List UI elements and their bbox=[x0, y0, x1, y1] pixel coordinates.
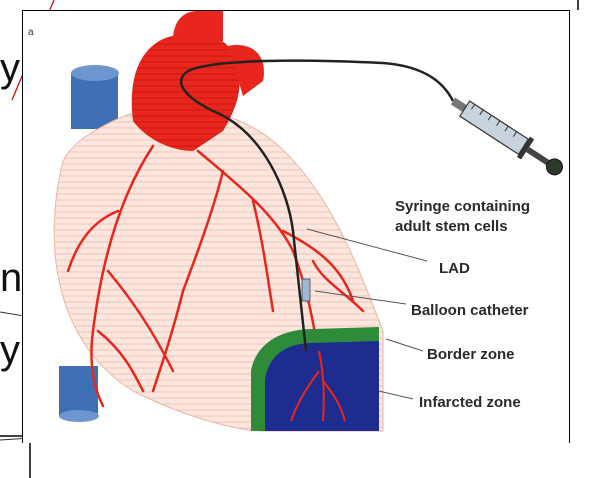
label-syringe-line2: adult stem cells bbox=[395, 218, 508, 235]
balloon-icon bbox=[302, 279, 310, 301]
infarcted-zone bbox=[265, 341, 379, 431]
label-syringe-line1: Syringe containing bbox=[395, 198, 530, 215]
heart-diagram: a bbox=[23, 11, 569, 443]
label-infarcted-zone: Infarcted zone bbox=[419, 394, 521, 411]
label-lad: LAD bbox=[439, 260, 470, 277]
syringe-icon bbox=[446, 91, 567, 181]
label-balloon-catheter: Balloon catheter bbox=[411, 302, 529, 319]
heart-figure: a bbox=[22, 10, 570, 443]
panel-letter: a bbox=[28, 27, 34, 38]
label-border-zone: Border zone bbox=[427, 346, 515, 363]
